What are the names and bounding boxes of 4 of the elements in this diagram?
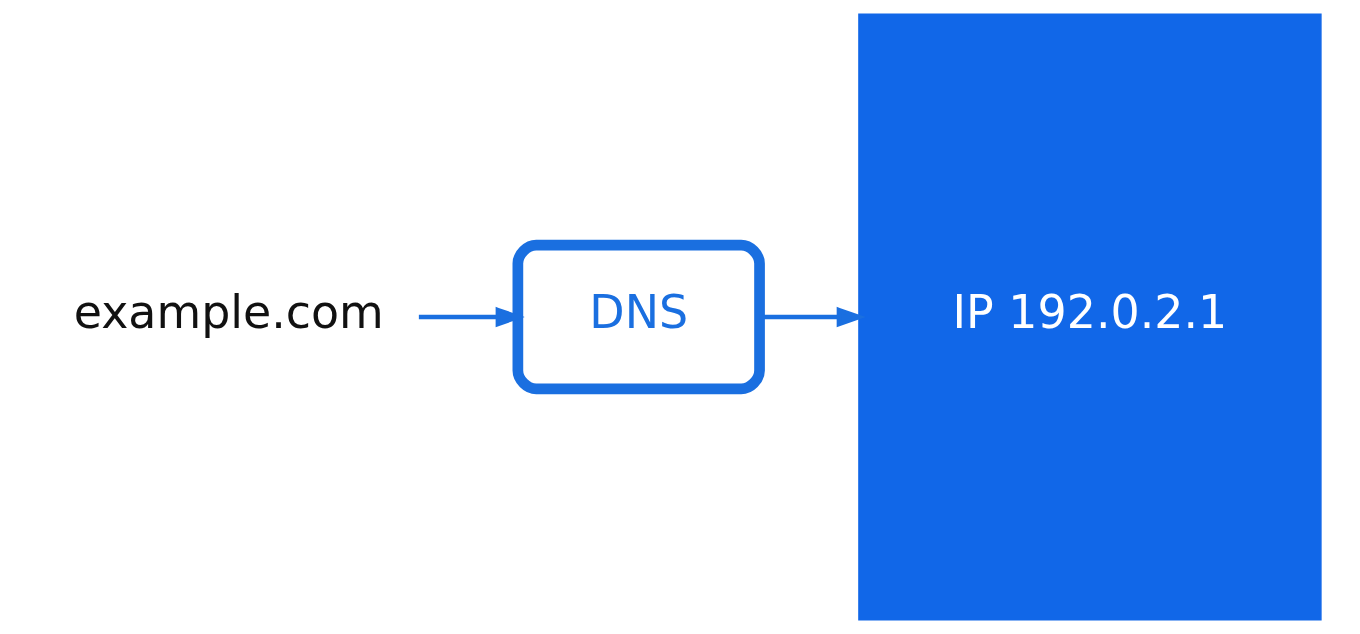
node-box: DNS bbox=[512, 239, 765, 395]
node-box: IP 192.0.2.1 bbox=[858, 13, 1322, 621]
node-text: example.com bbox=[73, 285, 384, 340]
arrow bbox=[418, 306, 525, 328]
